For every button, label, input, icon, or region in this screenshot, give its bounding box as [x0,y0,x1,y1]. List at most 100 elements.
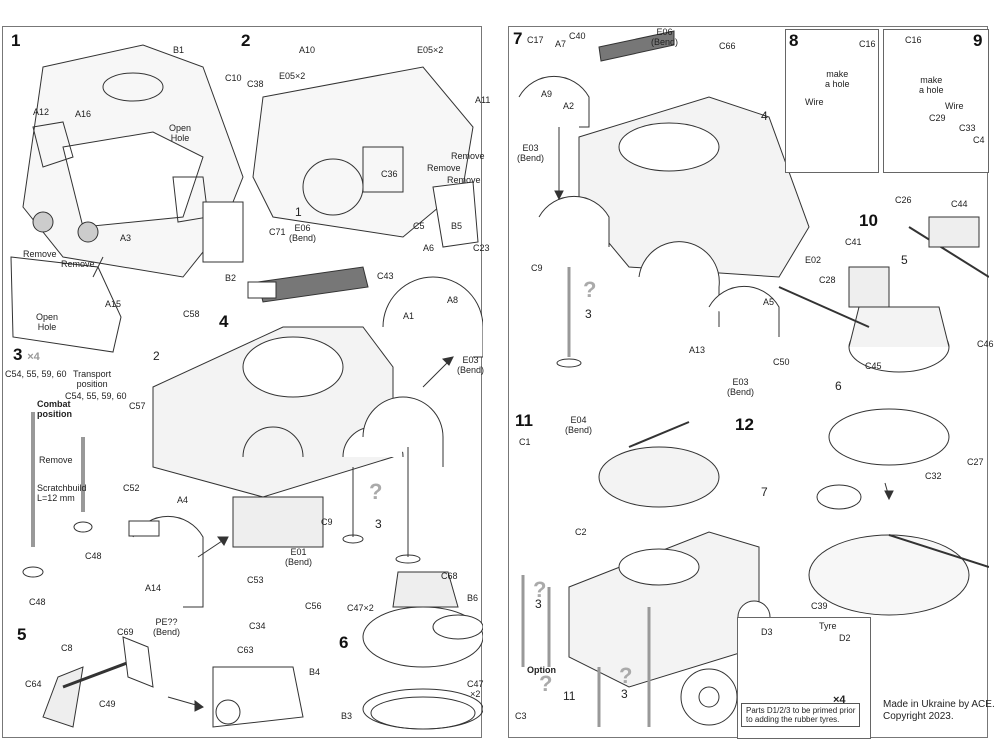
step-reference: 3 [535,597,542,611]
quantity: ×2 [295,71,306,81]
part-label: C17 [527,35,544,45]
part-label: B3 [341,711,353,721]
bend-note: (Bend) [285,557,313,567]
part-label: A13 [689,345,706,355]
part-label: C57 [129,401,146,411]
step-number-6: 6 [339,633,349,652]
part-label: E05×2 [417,45,443,55]
part-label: B5 [451,221,463,231]
part-label: C48 [29,597,46,607]
part-label: C56 [305,601,322,611]
part-label: A1 [403,311,415,321]
part-label: E02 [805,255,822,265]
part-label: C26 [895,195,912,205]
question-mark-icon: ? [619,663,633,688]
detail-inset-9 [883,29,989,173]
part-label: B1 [173,45,185,55]
step-number-9: 9 [973,31,983,50]
part-label: C54, 55, 59, 60 [5,369,67,379]
part-label: D3 [761,627,773,637]
part-label: C41 [845,237,862,247]
part-label-text: E06 [656,27,673,37]
instruction-label: Remove [447,175,481,185]
part-label: B2 [225,273,237,283]
step-reference: 5 [901,253,908,267]
instruction-label: Remove [39,455,73,465]
part-label: C50 [773,357,790,367]
instruction-label: Combat position [37,399,72,419]
part-label: C47×2 [347,603,374,613]
part-label: E06(Bend) [651,27,678,47]
part-label: E06(Bend) [289,223,316,243]
part-label: C32 [925,471,942,481]
quantity: ×4 [833,694,846,706]
part-label: C47×2 [467,679,484,699]
part-label: C52 [123,483,140,493]
part-label-text: E06 [294,223,311,233]
part-label: C43 [377,271,394,281]
part-label: E01(Bend) [285,547,312,567]
part-label: C5 [413,221,425,231]
part-label: A14 [145,583,162,593]
instruction-label: Open Hole [169,123,192,143]
part-label: E05×2 [279,71,305,81]
step-number-2: 2 [241,31,251,50]
copyright-footer: Made in Ukraine by ACE. Copyright 2023. [883,699,995,722]
part-label: C36 [381,169,398,179]
part-label: C53 [247,575,264,585]
option-label: Option [527,665,556,675]
part-label: C3 [515,711,527,721]
part-label-text: E04 [570,415,587,425]
step-reference: 4 [761,109,768,123]
part-label: C16 [905,35,922,45]
part-label: C8 [61,643,73,653]
instruction-label: Remove [23,249,57,259]
part-label: C29 [929,113,946,123]
bend-note: (Bend) [651,37,679,47]
detail-inset-8 [785,29,879,173]
part-label: A12 [33,107,50,117]
part-label: D2 [839,633,851,643]
part-label: A6 [423,243,435,253]
step-reference: 6 [835,379,842,393]
part-label: C58 [183,309,200,319]
part-label: C9 [531,263,543,273]
instruction-label: Transport position [73,369,112,389]
part-label: C9 [321,517,333,527]
part-label: A15 [105,299,122,309]
part-label: A11 [475,95,491,105]
instruction-label: Wire [945,101,964,111]
instruction-page-left: 1 2 3 ×4 4 5 6 B1 A12 A16 Open Hole Remo… [2,26,490,738]
step-reference: 3 [375,517,382,531]
part-label-text: E05 [279,71,296,81]
part-label: C71 [269,227,286,237]
instruction-label: Wire [805,97,824,107]
part-label: PE??(Bend) [153,617,180,637]
question-mark-icon: ? [539,671,553,696]
part-label: E03(Bend) [517,143,544,163]
step-3-number: 3 [13,345,23,364]
part-label-text: C47 [347,603,364,613]
instruction-label: Open Hole [36,312,59,332]
part-label: C48 [85,551,102,561]
bend-note: (Bend) [289,233,317,243]
part-label: A10 [299,45,316,55]
part-label: E03(Bend) [457,355,484,375]
part-label: C49 [99,699,116,709]
instruction-label: Scratchbuild L=12 mm [37,483,87,503]
part-label-text: E01 [290,547,307,557]
part-label: C34 [249,621,266,631]
quantity: ×2 [470,689,481,699]
part-label: B6 [467,593,479,603]
step-reference: 3 [585,307,592,321]
part-label: A2 [563,101,575,111]
part-label: C40 [569,31,586,41]
part-label: C54, 55, 59, 60 [65,391,127,401]
part-label: E03(Bend) [727,377,754,397]
part-label: C1 [519,437,531,447]
step-number-5: 5 [17,625,27,644]
part-label-text: E03 [732,377,749,387]
part-label: C66 [719,41,736,51]
part-label: C64 [25,679,42,689]
quantity: ×2 [363,603,374,613]
